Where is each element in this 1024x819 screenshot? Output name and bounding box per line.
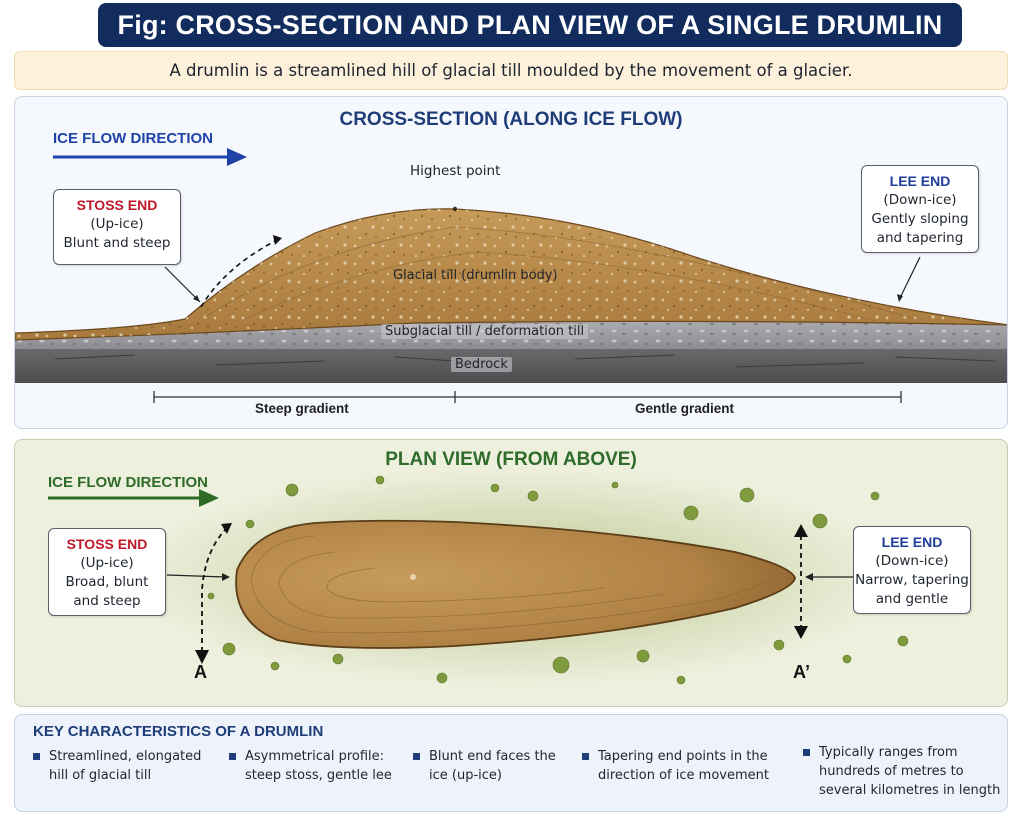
- key-item-line: Tapering end points in the: [598, 749, 768, 764]
- definition-text: A drumlin is a streamlined hill of glaci…: [14, 51, 1008, 90]
- bullet-icon: [803, 749, 810, 756]
- ice-flow-label: ICE FLOW DIRECTION: [53, 130, 213, 147]
- key-item-line: ice (up-ice): [429, 768, 502, 783]
- key-item-line: Asymmetrical profile:: [245, 749, 385, 764]
- key-item-line: steep stoss, gentle lee: [245, 768, 392, 783]
- lee-end-callout: LEE END (Down-ice) Gently sloping and ta…: [861, 165, 979, 253]
- plan-lee-end-heading: LEE END: [881, 534, 943, 550]
- lee-end-line2: Gently sloping: [871, 211, 969, 227]
- glacial-till-label: Glacial till (drumlin body): [393, 268, 558, 283]
- plan-lee-end-callout: LEE END (Down-ice) Narrow, tapering and …: [853, 526, 971, 614]
- key-item-line: hundreds of metres to: [819, 764, 964, 779]
- key-item: Typically ranges from hundreds of metres…: [803, 743, 1000, 800]
- key-item-line: Streamlined, elongated: [49, 749, 202, 764]
- subglacial-till-label: Subglacial till / deformation till: [381, 324, 589, 339]
- highest-point-label: Highest point: [410, 163, 501, 179]
- gentle-gradient-label: Gentle gradient: [635, 401, 735, 416]
- key-characteristics-panel: KEY CHARACTERISTICS OF A DRUMLIN Streaml…: [14, 714, 1008, 812]
- key-item-line: Typically ranges from: [819, 745, 958, 760]
- stoss-end-callout: STOSS END (Up-ice) Blunt and steep: [53, 189, 181, 265]
- lee-end-line3: and tapering: [876, 230, 964, 246]
- key-item-line: several kilometres in length: [819, 783, 1001, 798]
- section-start-label: A: [194, 662, 207, 682]
- bullet-icon: [582, 753, 589, 760]
- cross-section-panel: CROSS-SECTION (ALONG ICE FLOW) ICE FLOW …: [14, 96, 1008, 429]
- stoss-end-line2: Blunt and steep: [63, 235, 171, 251]
- key-item: Asymmetrical profile: steep stoss, gentl…: [229, 747, 392, 785]
- figure-title: Fig: CROSS-SECTION AND PLAN VIEW OF A SI…: [98, 3, 962, 47]
- bullet-icon: [33, 753, 40, 760]
- steep-gradient-label: Steep gradient: [255, 401, 349, 416]
- cross-section-title: CROSS-SECTION (ALONG ICE FLOW): [339, 109, 683, 130]
- plan-view-title: PLAN VIEW (FROM ABOVE): [385, 449, 637, 470]
- plan-view-diagram: [48, 467, 909, 687]
- lee-end-heading: LEE END: [889, 173, 951, 189]
- plan-view-panel: PLAN VIEW (FROM ABOVE) ICE FLOW DIRECTIO…: [14, 439, 1008, 707]
- plan-ice-flow-label: ICE FLOW DIRECTION: [48, 474, 208, 491]
- key-item-line: direction of ice movement: [598, 768, 769, 783]
- key-characteristics-title: KEY CHARACTERISTICS OF A DRUMLIN: [33, 723, 324, 740]
- section-end-label: A’: [793, 662, 811, 682]
- plan-lee-end-line2: Narrow, tapering: [855, 572, 969, 588]
- key-item: Blunt end faces the ice (up-ice): [413, 747, 556, 785]
- bullet-icon: [229, 753, 236, 760]
- key-item: Tapering end points in the direction of …: [582, 747, 769, 785]
- plan-stoss-end-line3: and steep: [73, 593, 141, 609]
- bedrock-label: Bedrock: [451, 357, 512, 372]
- drumlin-plan-shape: [235, 519, 796, 649]
- key-item-line: hill of glacial till: [49, 768, 152, 783]
- bullet-icon: [413, 753, 420, 760]
- lee-end-line1: (Down-ice): [883, 192, 957, 208]
- key-item-line: Blunt end faces the: [429, 749, 556, 764]
- stoss-end-line1: (Up-ice): [90, 216, 144, 232]
- key-item: Streamlined, elongated hill of glacial t…: [33, 747, 201, 785]
- plan-lee-end-line3: and gentle: [875, 591, 949, 607]
- plan-stoss-end-heading: STOSS END: [66, 536, 148, 552]
- plan-stoss-end-line2: Broad, blunt: [65, 574, 149, 590]
- stoss-end-heading: STOSS END: [76, 197, 158, 213]
- plan-lee-end-line1: (Down-ice): [875, 553, 949, 569]
- plan-stoss-end-line1: (Up-ice): [80, 555, 134, 571]
- plan-stoss-end-callout: STOSS END (Up-ice) Broad, blunt and stee…: [48, 528, 166, 616]
